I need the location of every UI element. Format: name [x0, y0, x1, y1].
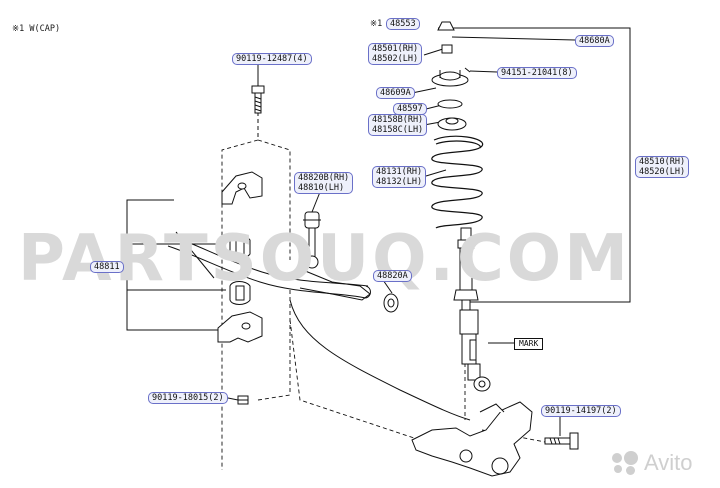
callout-48597[interactable]: 48597	[393, 103, 427, 115]
leader-48510	[438, 27, 631, 303]
callout-90119-18015[interactable]: 90119-18015(2)	[148, 392, 228, 404]
leader-48820B	[311, 191, 321, 213]
knuckle-bolt-icon	[544, 432, 579, 450]
bolt-icon	[251, 85, 265, 114]
callout-90119-12487[interactable]: 90119-12487(4)	[232, 53, 312, 65]
strut-nut	[441, 44, 453, 54]
avito-logo: Avito	[612, 450, 693, 476]
callout-48510[interactable]: 48510(RH)48520(LH)	[635, 156, 690, 178]
callout-94151[interactable]: 94151-21041(8)	[497, 67, 577, 79]
mark-label: MARK	[514, 338, 544, 350]
bearing	[437, 99, 463, 109]
callout-48501[interactable]: 48501(RH)48502(LH)	[368, 43, 423, 65]
strut-cap	[437, 21, 455, 31]
coil-spring	[431, 135, 484, 229]
callout-48680A[interactable]: 48680A	[575, 35, 614, 47]
spring-seat	[437, 117, 467, 131]
bracket-48811	[126, 199, 226, 331]
leader-94151	[469, 70, 498, 73]
leader-48820A	[382, 279, 393, 294]
callout-48158[interactable]: 48158B(RH)48158C(LH)	[368, 114, 428, 136]
callout-90119-14197[interactable]: 90119-14197(2)	[541, 405, 621, 417]
stabilizer-link	[303, 211, 321, 269]
callout-48820B[interactable]: 48820B(RH)48810(LH)	[294, 172, 354, 194]
note-cap: ※1 W(CAP)	[12, 24, 61, 34]
lower-control-arm	[289, 267, 471, 421]
bushing-upper	[229, 235, 251, 259]
lower-bolt-icon	[237, 395, 249, 405]
leader-48680A	[451, 36, 576, 41]
bushing-bracket-lower	[217, 311, 263, 343]
upper-support	[431, 67, 471, 87]
callout-48820A[interactable]: 48820A	[373, 270, 412, 282]
avito-text: Avito	[644, 450, 693, 475]
avito-dots-icon	[612, 451, 640, 475]
callout-48811[interactable]: 48811	[90, 261, 124, 273]
bushing-bracket-upper	[221, 171, 263, 205]
steering-knuckle	[411, 401, 533, 477]
shock-absorber	[453, 227, 491, 392]
bushing-lower	[229, 281, 251, 305]
link-bushing	[383, 293, 399, 313]
callout-48553[interactable]: 48553	[386, 18, 420, 30]
callout-48609A[interactable]: 48609A	[376, 87, 415, 99]
label-48553-prefix: ※1	[370, 19, 383, 29]
callout-48131[interactable]: 48131(RH)48132(LH)	[372, 166, 427, 188]
watermark: PARTSOUQ.COM	[18, 222, 631, 296]
leader-48609A	[411, 87, 437, 94]
leader-48131	[425, 169, 447, 177]
